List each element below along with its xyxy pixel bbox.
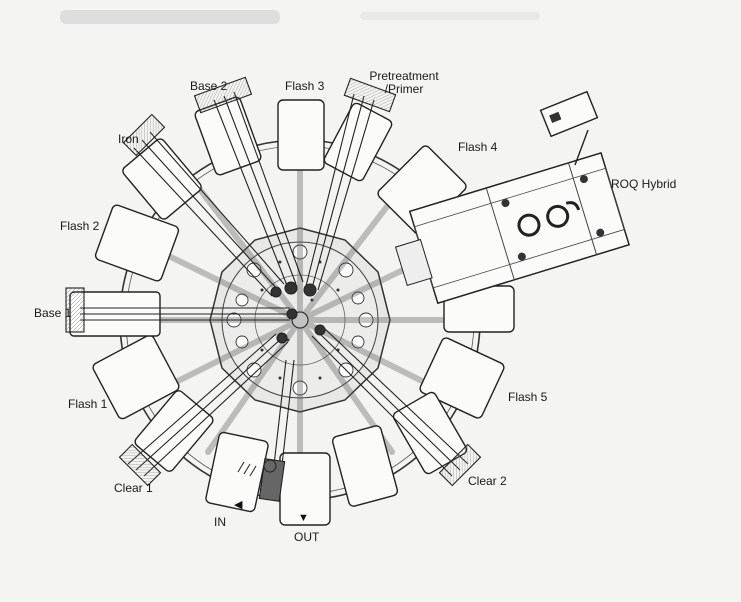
arm-pretreatment (303, 77, 397, 297)
in-pallet-detail (237, 459, 277, 477)
roq-control-box (539, 90, 599, 166)
arm-base-2 (193, 76, 304, 295)
pallet-flash-2 (94, 204, 180, 282)
pallet-pretreatment (323, 102, 393, 182)
arm-clear-1 (118, 332, 289, 487)
label-flash-5: Flash 5 (508, 390, 548, 404)
label-pretreatment-line-1: Pretreatment (369, 69, 439, 83)
arm-base-1 (65, 287, 298, 333)
label-out: OUT (294, 530, 320, 544)
label-base-1: Base 1 (34, 306, 72, 320)
arm-iron (122, 113, 285, 298)
arm-clear-2 (311, 324, 482, 487)
label-roq-hybrid: ROQ Hybrid (611, 177, 677, 191)
label-pretreatment-line-2: /Primer (384, 82, 424, 96)
out-arrow-marker: ▼ (298, 512, 309, 524)
label-flash-4: Flash 4 (458, 140, 498, 154)
label-clear-2: Clear 2 (468, 474, 507, 488)
pallets (69, 96, 515, 526)
pallet-flash-1 (92, 334, 180, 420)
label-clear-1: Clear 1 (114, 481, 153, 495)
pallet-flash-3 (277, 99, 325, 171)
pallet-clear-2 (392, 391, 468, 475)
label-flash-1: Flash 1 (68, 397, 108, 411)
label-iron: Iron (118, 132, 139, 146)
label-pretreatment: Pretreatment /Primer (364, 70, 444, 96)
label-flash-3: Flash 3 (285, 79, 325, 93)
roq-logo (517, 201, 581, 237)
roq-hybrid-unit (394, 152, 631, 305)
label-base-2: Base 2 (190, 79, 228, 93)
scan-smudge (60, 10, 280, 24)
in-arrow-marker: ◀ (234, 499, 243, 511)
pallet-bottom-right (331, 425, 399, 507)
label-in: IN (214, 515, 226, 529)
pallet-flash-5 (419, 337, 505, 419)
pallet-in (205, 431, 269, 513)
scan-smudge (360, 12, 540, 20)
center-hub (209, 227, 391, 413)
label-flash-2: Flash 2 (60, 219, 100, 233)
